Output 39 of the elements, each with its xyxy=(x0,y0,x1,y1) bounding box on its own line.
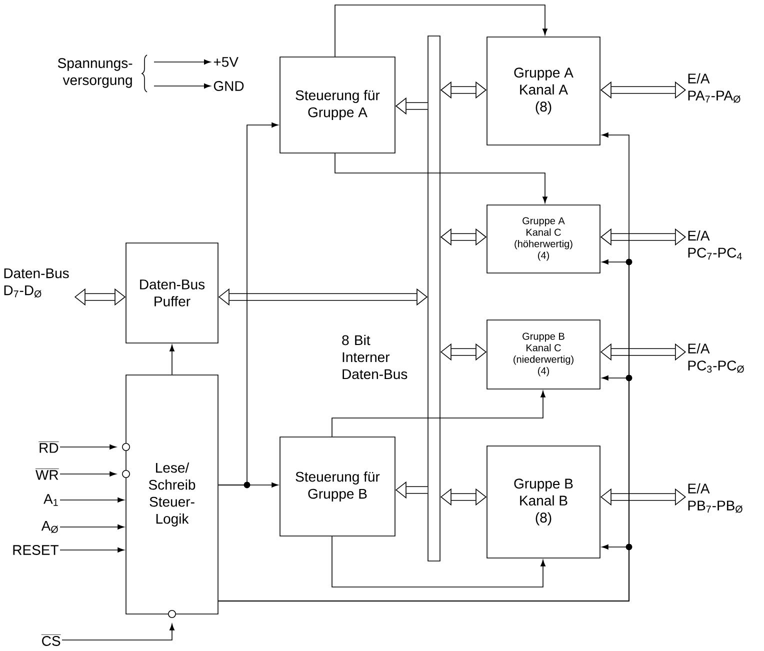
signal-label: WR xyxy=(35,468,60,480)
signal-label: A$_{Ø}$ xyxy=(41,520,58,534)
signal-label: E/A PC$_{3}$-PC$_{Ø}$ xyxy=(688,343,744,373)
bus-label: 8 Bit Interner Daten-Bus xyxy=(342,334,408,380)
signal-arrow xyxy=(154,84,211,88)
signal-label: E/A PC$_{7}$-PC$_{4}$ xyxy=(688,230,742,260)
signal-arrow xyxy=(218,544,630,602)
signal-arrow xyxy=(60,524,124,530)
signal-arrow xyxy=(60,498,124,502)
signal-arrow xyxy=(334,153,548,204)
block-box: Gruppe A Kanal A (8) xyxy=(486,36,600,146)
signal-label: E/A PA$_{7}$-PA$_{Ø}$ xyxy=(688,73,740,103)
block-box: Daten-Bus Puffer xyxy=(126,242,218,344)
signal-arrow xyxy=(60,472,116,476)
signal-arrow xyxy=(62,624,174,640)
block-box: Gruppe A Kanal C (höherwertig) (4) xyxy=(486,204,600,274)
signal-arrow xyxy=(332,536,546,588)
signal-arrow xyxy=(218,482,278,488)
signal-label: RD xyxy=(38,442,60,453)
signal-label: GND xyxy=(214,81,244,91)
signal-arrow xyxy=(332,390,546,437)
signal-label: +5V xyxy=(214,57,238,67)
signal-arrow xyxy=(60,548,124,552)
bus-bar xyxy=(428,36,440,562)
signal-label: RESET xyxy=(13,545,58,555)
block-box: Steuerung für Gruppe A xyxy=(280,56,396,154)
signal-label: Daten-Bus D$_{7}$-D$_{Ø}$ xyxy=(4,268,69,298)
block-box: Gruppe B Kanal B (8) xyxy=(486,446,600,558)
signal-arrow xyxy=(170,344,174,375)
signal-arrow xyxy=(334,4,548,57)
signal-arrow xyxy=(60,444,116,450)
signal-label: E/A PB$_{7}$-PB$_{Ø}$ xyxy=(688,483,742,513)
signal-label: CS xyxy=(41,634,62,646)
block-box: Steuerung für Gruppe B xyxy=(280,436,396,536)
block-box: Lese/ Schreib Steuer- Logik xyxy=(126,374,218,614)
signal-label: A$_{1}$ xyxy=(44,494,58,506)
block-box: Gruppe B Kanal C (niederwertig) (4) xyxy=(486,320,600,390)
signal-label: Spannungs- versorgung xyxy=(58,58,132,88)
signal-arrow xyxy=(154,60,211,64)
